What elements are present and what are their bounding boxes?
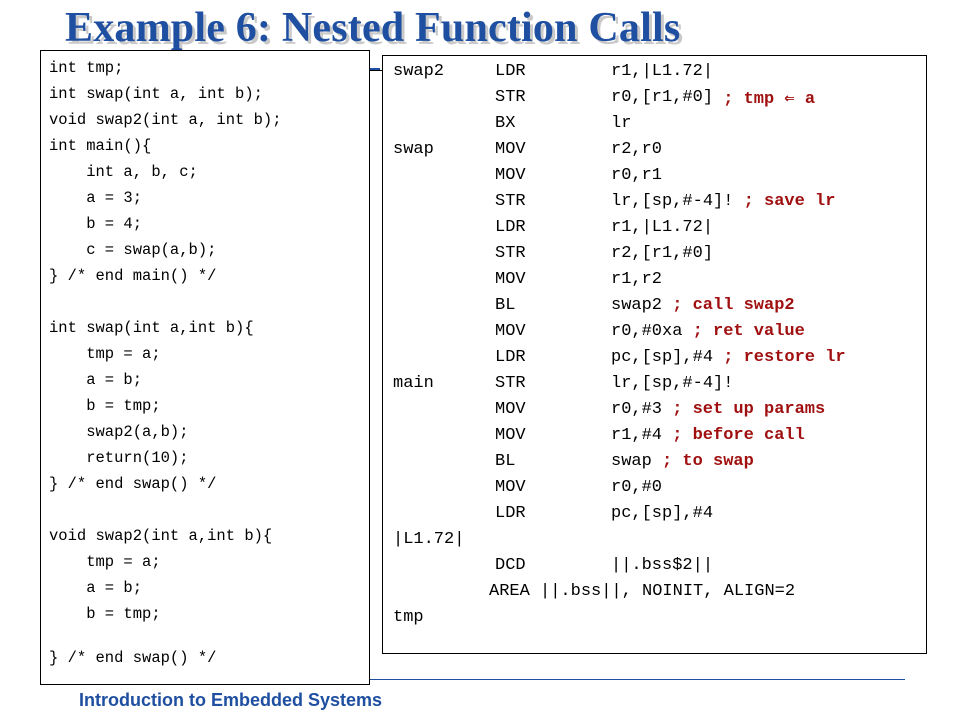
asm-opcode: MOV <box>495 270 526 289</box>
asm-opcode: LDR <box>495 62 526 81</box>
asm-opcode: MOV <box>495 166 526 185</box>
asm-opcode: BX <box>495 114 516 133</box>
slide-title: Example 6: Nested Function Calls <box>65 5 681 51</box>
c-code-line: c = swap(a,b); <box>49 241 217 259</box>
c-code-line: b = tmp; <box>49 605 161 623</box>
asm-operands: r0,#0 <box>611 478 663 497</box>
c-code-line: void swap2(int a,int b){ <box>49 527 273 545</box>
c-code-line: } /* end swap() */ <box>49 475 217 493</box>
c-code-line: return(10); <box>49 449 189 467</box>
asm-operands: r0,#3 <box>611 400 663 419</box>
asm-operands: r0,r1 <box>611 166 663 185</box>
asm-operands: r0,#0xa <box>611 322 683 341</box>
asm-label: swap <box>393 140 434 159</box>
asm-label: swap2 <box>393 62 445 81</box>
c-code-line: int a, b, c; <box>49 163 198 181</box>
asm-opcode: STR <box>495 244 526 263</box>
asm-operands: pc,[sp],#4 <box>611 504 714 523</box>
c-code-line: void swap2(int a, int b); <box>49 111 282 129</box>
asm-opcode: LDR <box>495 348 526 367</box>
asm-operands: ||.bss$2|| <box>611 556 714 575</box>
asm-opcode: LDR <box>495 218 526 237</box>
asm-operands: lr,[sp,#-4]! <box>611 192 734 211</box>
footer-text: Introduction to Embedded Systems <box>79 690 383 710</box>
c-code-line: } /* end main() */ <box>49 267 217 285</box>
asm-operands: swap <box>611 452 652 471</box>
asm-comment: ; save lr <box>743 192 836 211</box>
asm-comment: ; before call <box>672 426 805 445</box>
asm-directive: AREA ||.bss||, NOINIT, ALIGN=2 <box>489 582 796 601</box>
c-code-line: a = b; <box>49 579 143 597</box>
asm-opcode: MOV <box>495 478 526 497</box>
asm-operands: pc,[sp],#4 <box>611 348 714 367</box>
asm-operands: r1,|L1.72| <box>611 62 714 81</box>
asm-operands: r1,#4 <box>611 426 663 445</box>
asm-comment: ; to swap <box>662 452 754 471</box>
c-source-code-panel: int tmp; int swap(int a, int b); void swap… <box>40 50 370 685</box>
c-code-line: } /* end swap() */ <box>49 649 217 667</box>
asm-operands: r1,r2 <box>611 270 663 289</box>
asm-comment: ; call swap2 <box>672 296 795 315</box>
asm-opcode: DCD <box>495 556 526 575</box>
c-code-line: a = 3; <box>49 189 143 207</box>
c-code-line: swap2(a,b); <box>49 423 189 441</box>
asm-operands: r1,|L1.72| <box>611 218 714 237</box>
asm-opcode: STR <box>495 374 526 393</box>
c-code-line: int swap(int a,int b){ <box>49 319 254 337</box>
asm-label: |L1.72| <box>393 530 465 549</box>
c-code-line: b = tmp; <box>49 397 161 415</box>
asm-opcode: LDR <box>495 504 526 523</box>
asm-comment: ; restore lr <box>723 348 846 367</box>
c-code-line: int main(){ <box>49 137 152 155</box>
footer-divider <box>40 679 905 680</box>
slide-title-shadow: Example 6: Nested Function Calls <box>68 8 684 54</box>
c-code-line: tmp = a; <box>49 553 161 571</box>
asm-opcode: BL <box>495 452 516 471</box>
asm-label: tmp <box>393 608 424 627</box>
asm-opcode: STR <box>495 192 526 211</box>
c-code-line: a = b; <box>49 371 143 389</box>
asm-opcode: MOV <box>495 322 526 341</box>
asm-operands: swap2 <box>611 296 663 315</box>
asm-comment: ; set up params <box>672 400 826 419</box>
asm-operands: lr <box>611 114 632 133</box>
asm-opcode: STR <box>495 88 526 107</box>
c-code-line: int swap(int a, int b); <box>49 85 263 103</box>
asm-operands: r0,[r1,#0] <box>611 88 714 107</box>
c-code-line: tmp = a; <box>49 345 161 363</box>
asm-opcode: MOV <box>495 140 526 159</box>
asm-opcode: MOV <box>495 400 526 419</box>
asm-opcode: BL <box>495 296 516 315</box>
panel-connector-line <box>370 70 382 71</box>
asm-operands: lr,[sp,#-4]! <box>611 374 734 393</box>
asm-comment: ; ret value <box>692 322 805 341</box>
asm-label: main <box>393 374 434 393</box>
asm-operands: r2,r0 <box>611 140 663 159</box>
asm-opcode: MOV <box>495 426 526 445</box>
c-code-line: b = 4; <box>49 215 143 233</box>
asm-operands: r2,[r1,#0] <box>611 244 714 263</box>
c-code-line: int tmp; <box>49 59 124 77</box>
asm-comment: ; tmp ⇐ a <box>723 90 816 109</box>
